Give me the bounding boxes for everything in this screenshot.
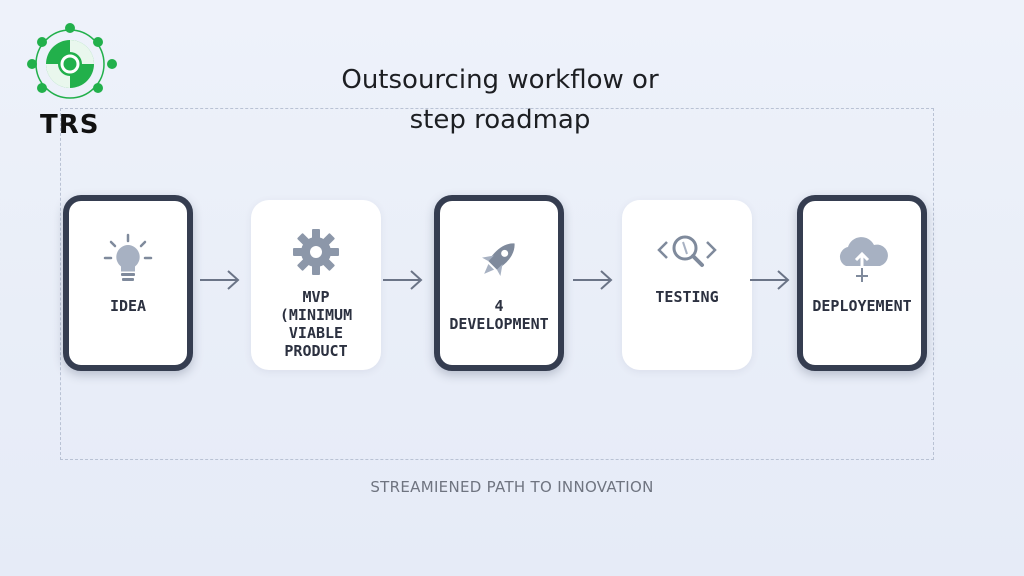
arrow-right-icon — [750, 270, 790, 290]
step-deployement: DEPLOYEMENT — [797, 195, 927, 371]
diagram-caption: STREAMIENED PATH TO INNOVATION — [370, 478, 654, 496]
page-title: Outsourcing workflow or step roadmap — [341, 65, 659, 135]
diagram-frame — [60, 108, 934, 460]
step-mvp: MVP (MINIMUM VIABLE PRODUCT — [251, 200, 381, 370]
cloud-upload-icon — [832, 235, 892, 283]
rocket-icon — [474, 235, 524, 283]
step-label: TESTING — [655, 288, 719, 306]
code-search-icon — [655, 228, 719, 276]
arrow-right-icon — [383, 270, 423, 290]
step-label: IDEA — [109, 297, 147, 315]
arrow-right-icon — [200, 270, 240, 290]
step-label: DEPLOYEMENT — [812, 297, 912, 315]
step-development: 4 DEVELOPMENT — [434, 195, 564, 371]
logo-text: TRS — [40, 110, 100, 140]
step-label: 4 DEVELOPMENT — [449, 297, 549, 333]
step-testing: TESTING — [622, 200, 752, 370]
lightbulb-icon — [102, 233, 154, 283]
trs-emblem-icon — [27, 23, 117, 99]
gear-icon — [291, 228, 341, 276]
brand-logo: TRS — [14, 22, 124, 142]
step-idea: IDEA — [63, 195, 193, 371]
step-label: MVP (MINIMUM VIABLE PRODUCT — [279, 288, 353, 360]
arrow-right-icon — [573, 270, 613, 290]
